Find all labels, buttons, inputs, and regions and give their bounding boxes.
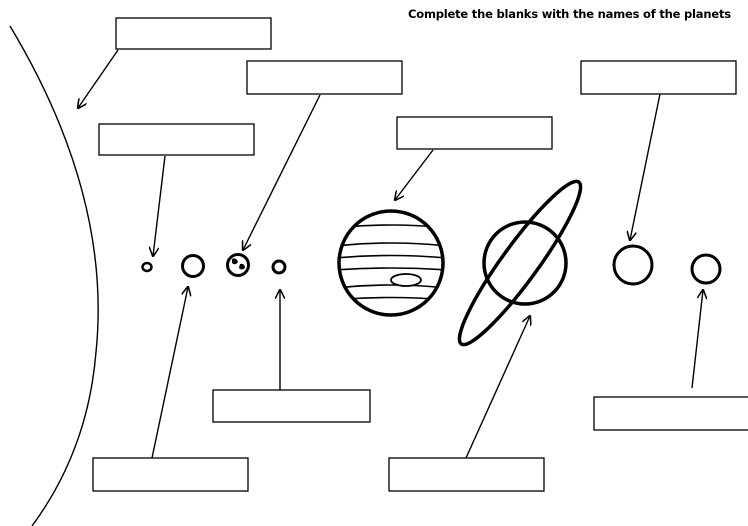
planets (141, 179, 722, 347)
planet-venus (181, 254, 205, 278)
blank-saturn[interactable] (388, 457, 545, 492)
arrow-sun (78, 49, 119, 108)
planet-jupiter (337, 209, 445, 317)
arrow-neptune (691, 290, 703, 389)
planet-mars (271, 259, 287, 275)
planet-saturn (457, 179, 583, 347)
arrow-saturn (465, 316, 530, 459)
blank-sun[interactable] (115, 17, 272, 50)
blank-venus[interactable] (92, 457, 249, 492)
worksheet-instruction: Complete the blanks with the names of th… (408, 7, 731, 21)
planet-neptune (690, 253, 722, 285)
blank-earth[interactable] (246, 60, 403, 95)
arrow-jupiter (395, 149, 434, 200)
arrow-mercury (153, 155, 166, 256)
planet-earth (226, 253, 250, 277)
planet-uranus (612, 244, 654, 286)
answer-blanks (92, 17, 748, 492)
arrow-earth (243, 94, 321, 250)
blank-mars[interactable] (212, 389, 371, 423)
sun-edge (9, 25, 99, 526)
blank-neptune[interactable] (593, 396, 748, 431)
arrow-uranus (630, 93, 661, 240)
arrow-venus (151, 287, 188, 459)
planet-mercury (141, 261, 153, 273)
blank-jupiter[interactable] (396, 116, 553, 150)
blank-uranus[interactable] (580, 60, 737, 95)
blank-mercury[interactable] (98, 123, 255, 156)
pointer-arrows (78, 49, 703, 459)
